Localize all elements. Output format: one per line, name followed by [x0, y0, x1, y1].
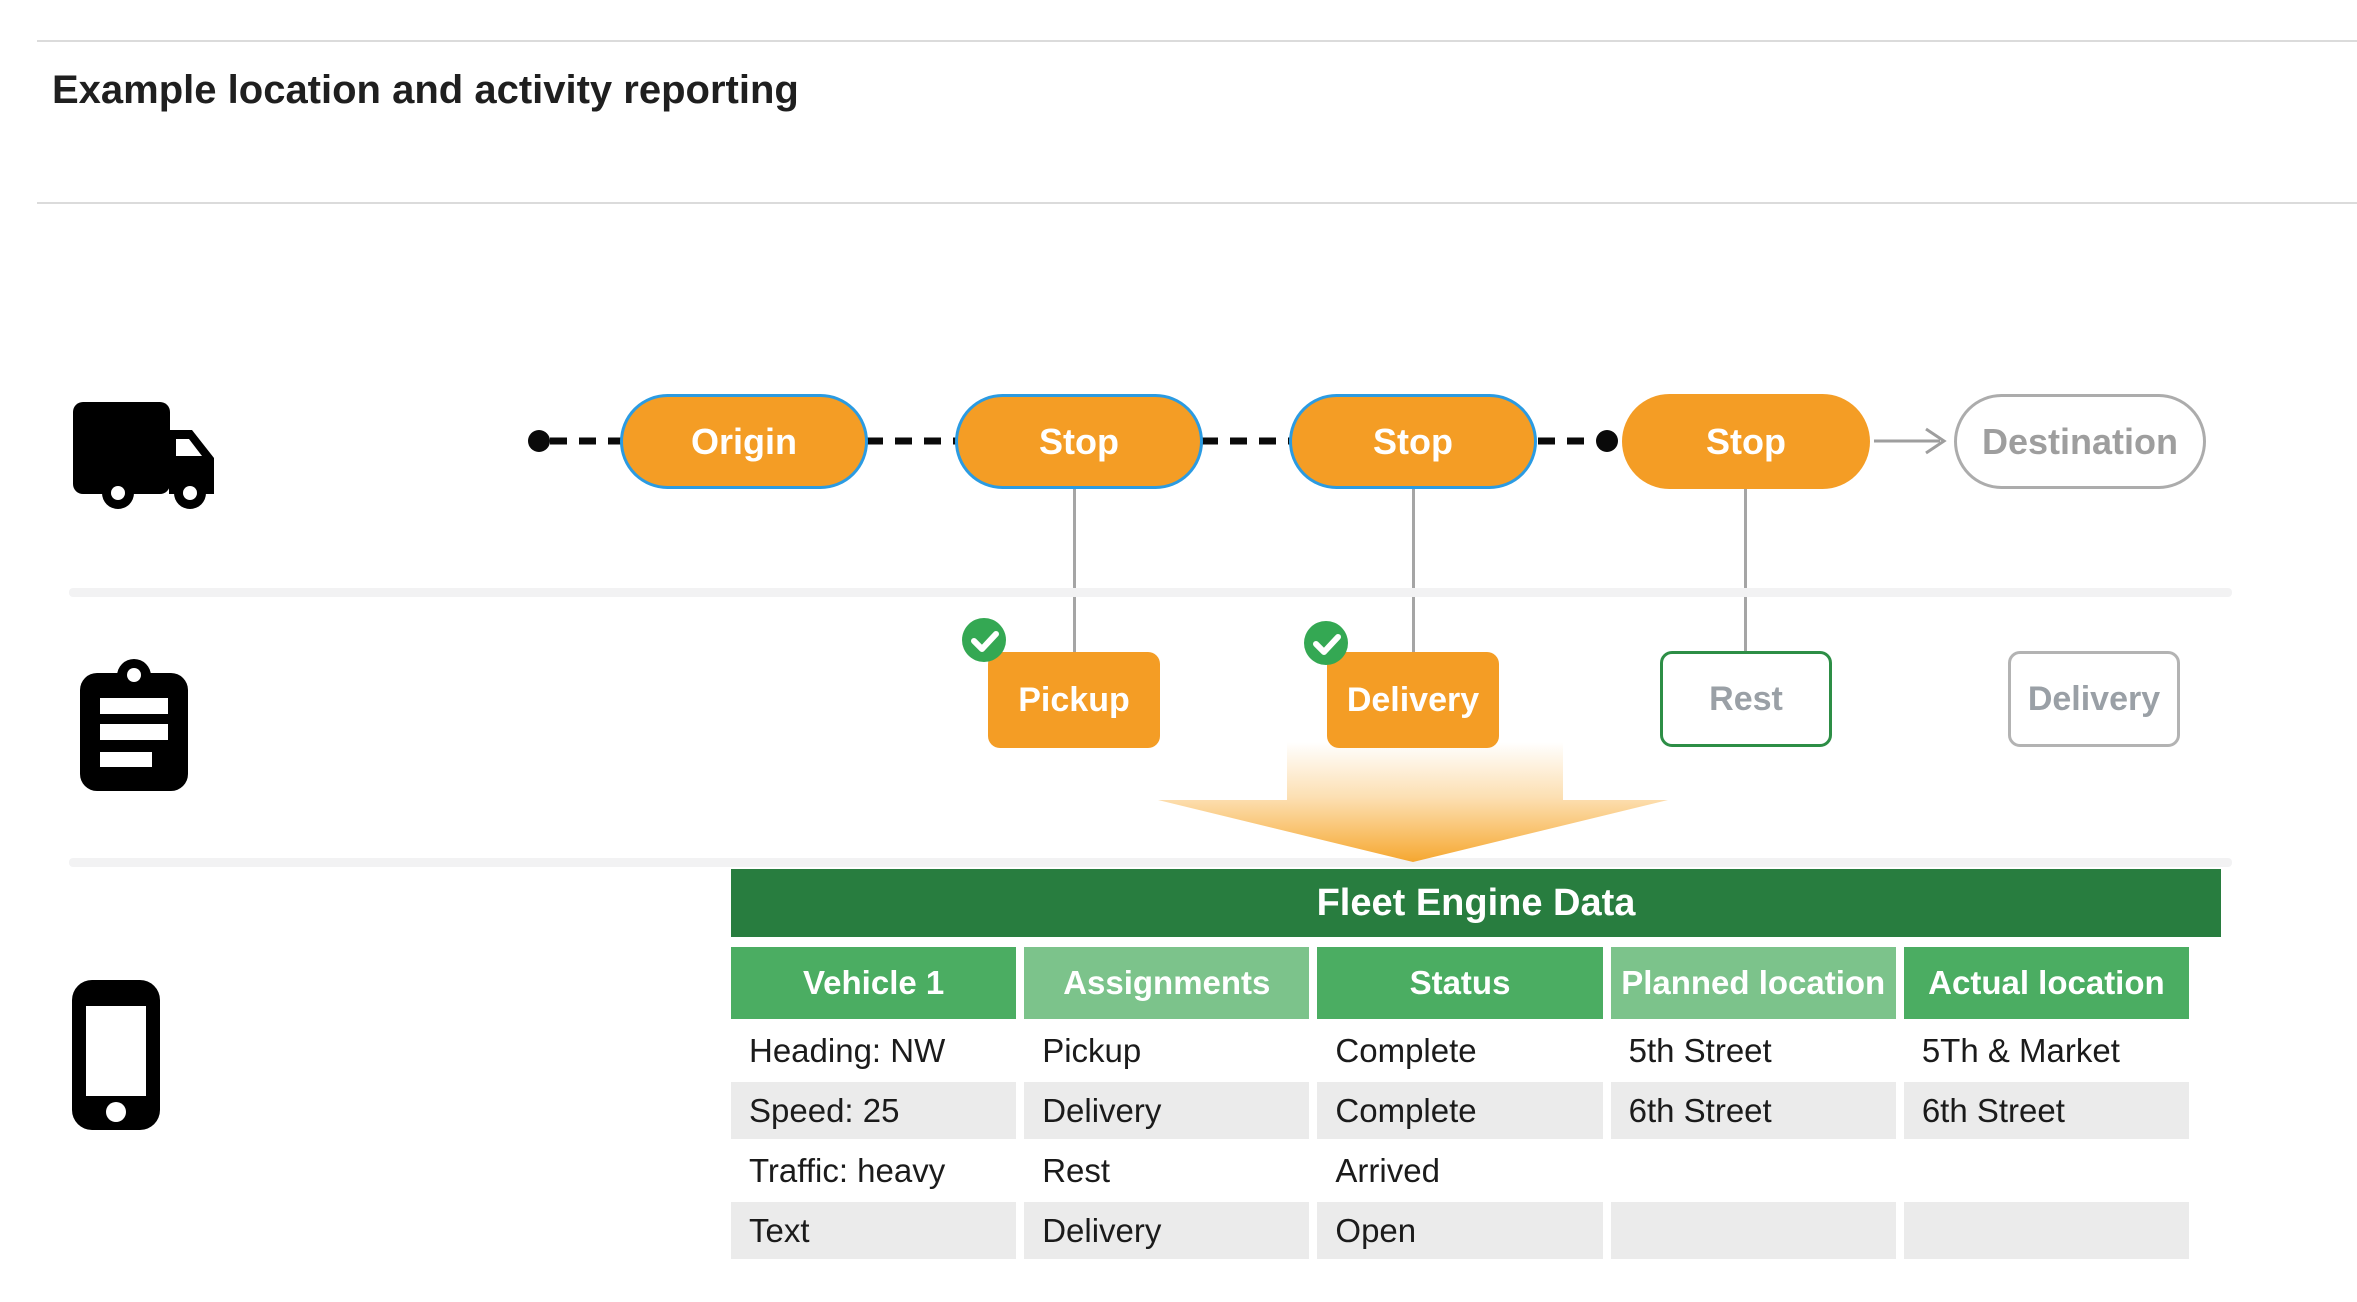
table-row: Speed: 25 Delivery Complete 6th Street 6… [731, 1082, 2190, 1139]
table-row: Heading: NW Pickup Complete 5th Street 5… [731, 1022, 2189, 1079]
route-waypoint-dot [1596, 430, 1618, 452]
route-start-dot [528, 430, 550, 452]
activity-label: Delivery [1346, 680, 1480, 719]
title-divider [37, 202, 2357, 204]
activity-delivery-open: Delivery [2008, 651, 2180, 747]
table-cell [1903, 1202, 2190, 1259]
table-cell: Rest [1042, 1152, 1111, 1189]
activity-rest: Rest [1660, 651, 1832, 747]
table-cell: 5Th & Market [1921, 1032, 2120, 1069]
dashed-connector [1201, 437, 1291, 445]
table-header-row: Vehicle 1 Assignments Status Planned loc… [731, 947, 2190, 1019]
table-cell: Open [1317, 1202, 1603, 1259]
route-node-origin: Origin [620, 394, 868, 489]
activity-pickup: Pickup [988, 652, 1160, 748]
activity-label: Rest [1709, 679, 1783, 718]
route-node-stop-1: Stop [955, 394, 1203, 489]
connector-stop3-rest [1744, 489, 1747, 653]
table-cell [1610, 1202, 1896, 1259]
table-cell: 6th Street [1903, 1082, 2190, 1139]
top-divider [37, 40, 2357, 42]
activity-label: Delivery [2027, 679, 2161, 718]
table-cell [1904, 1142, 2189, 1199]
truck-icon [73, 402, 214, 509]
activity-label: Pickup [1018, 680, 1130, 719]
dashed-connector [866, 437, 958, 445]
route-node-label: Stop [1706, 420, 1786, 462]
arrow-to-destination-icon [1874, 427, 1947, 455]
route-node-label: Stop [1373, 420, 1453, 462]
table-cell: Speed: 25 [731, 1082, 1017, 1139]
table-cell [1611, 1142, 1896, 1199]
route-node-label: Destination [1981, 420, 2178, 462]
route-node-destination: Destination [1954, 394, 2206, 489]
route-node-stop-3: Stop [1622, 394, 1870, 489]
table-cell: Text [731, 1202, 1017, 1259]
route-node-stop-2: Stop [1289, 394, 1537, 489]
dashed-connector [550, 437, 624, 445]
fleet-engine-table: Fleet Engine Data Vehicle 1 Assignments … [731, 869, 2221, 1259]
table-cell: Delivery [1024, 1082, 1310, 1139]
column-header-status: Status [1317, 947, 1603, 1019]
table-title: Fleet Engine Data [731, 869, 2221, 937]
table-cell: Pickup [1042, 1032, 1142, 1069]
route-node-label: Stop [1039, 420, 1119, 462]
activity-delivery-complete: Delivery [1327, 652, 1499, 748]
column-header-assignments: Assignments [1024, 947, 1310, 1019]
phone-icon [72, 980, 160, 1130]
check-circle-icon [962, 618, 1006, 662]
section-divider [69, 588, 2232, 597]
clipboard-icon [80, 659, 188, 791]
column-header-vehicle: Vehicle 1 [731, 947, 1017, 1019]
table-cell: 5th Street [1628, 1032, 1772, 1069]
route-node-label: Origin [691, 420, 797, 462]
connector-stop1-pickup [1073, 489, 1076, 653]
check-circle-icon [1304, 621, 1348, 665]
data-flow-arrow-icon [1158, 742, 1668, 862]
connector-stop2-delivery [1412, 489, 1415, 653]
table-row: Traffic: heavy Rest Arrived [731, 1142, 2189, 1199]
section-divider [69, 858, 2232, 867]
table-cell: 6th Street [1610, 1082, 1896, 1139]
table-cell: Complete [1335, 1032, 1477, 1069]
table-row: Text Delivery Open [731, 1202, 2190, 1259]
table-cell: Traffic: heavy [749, 1152, 946, 1189]
table-cell: Complete [1317, 1082, 1603, 1139]
table-cell: Delivery [1024, 1202, 1310, 1259]
column-header-planned-location: Planned location [1610, 947, 1896, 1019]
table-cell: Arrived [1335, 1152, 1440, 1189]
dashed-connector [1538, 437, 1592, 445]
table-cell: Heading: NW [749, 1032, 946, 1069]
column-header-actual-location: Actual location [1903, 947, 2190, 1019]
page-title: Example location and activity reporting [52, 68, 799, 112]
